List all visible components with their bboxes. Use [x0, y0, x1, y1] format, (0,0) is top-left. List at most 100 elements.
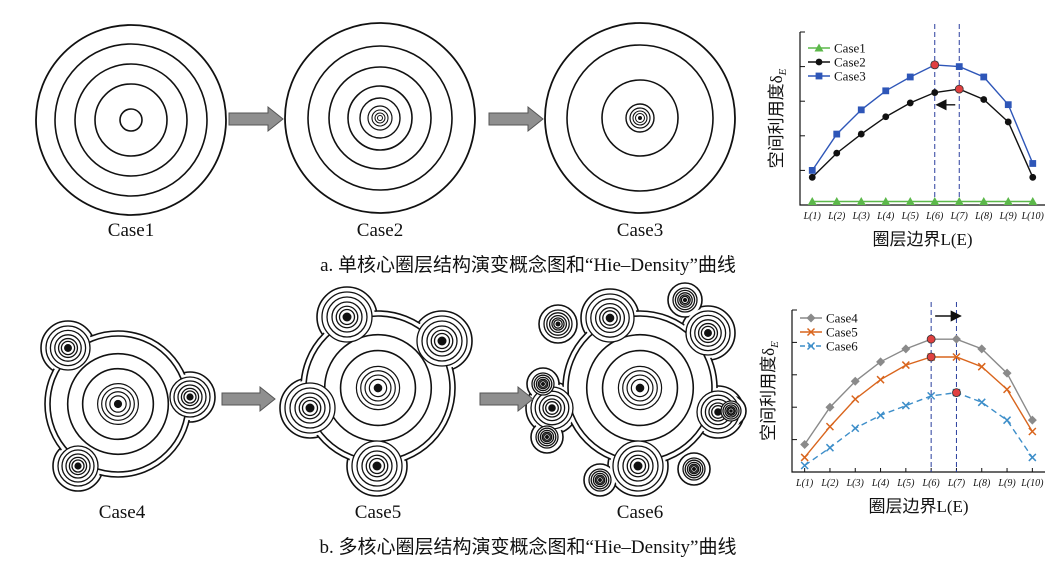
data-point-case3 [833, 130, 841, 138]
satellite-core-1 [321, 291, 373, 343]
x-tick-label: L(1) [803, 211, 822, 222]
process-arrow-4 [479, 385, 534, 413]
series-line-case3 [811, 64, 1034, 171]
data-point-case3 [906, 73, 914, 81]
satellite-core-5 [612, 440, 664, 492]
data-point-case1 [832, 197, 842, 206]
satellite-core-6 [543, 309, 573, 339]
x-tick-label: L(7) [947, 478, 966, 489]
satellite-core-3 [57, 445, 99, 487]
satellite-core-7 [672, 287, 698, 313]
series-line-case5 [804, 356, 1033, 458]
data-point-case2 [882, 113, 890, 121]
case-label-5: Case5 [355, 502, 401, 523]
case1-diagram [35, 24, 227, 216]
case-label-1: Case1 [108, 220, 154, 241]
series-line-case6 [804, 391, 1033, 467]
case4-diagram [40, 320, 216, 492]
data-point-case4 [850, 376, 860, 386]
data-point-case6 [1028, 453, 1037, 462]
data-point-case4 [1002, 368, 1012, 378]
x-tick-label: L(5) [901, 211, 920, 222]
legend-label-case1: Case1 [834, 41, 866, 56]
satellite-core-2 [416, 315, 468, 367]
legend-marker [814, 43, 824, 52]
x-tick-label: L(10) [1020, 478, 1044, 489]
data-point-case3 [808, 167, 816, 174]
data-point-case5 [977, 362, 986, 371]
data-point-case1 [905, 197, 915, 206]
data-point-case2 [980, 96, 988, 103]
data-point-case1 [930, 197, 940, 206]
data-point-case2 [857, 130, 865, 138]
legend-marker [806, 313, 816, 323]
data-point-case2 [1004, 118, 1012, 126]
legend-label-case5: Case5 [826, 325, 858, 340]
data-point-case3 [955, 63, 963, 70]
data-point-case3 [1029, 160, 1037, 167]
x-tick-label: L(2) [820, 478, 839, 489]
hie-density-chart-bottom: L(1)L(2)L(3)L(4)L(5)L(6)L(7)L(8)L(9)L(10… [759, 302, 1045, 516]
satellite-core-1 [45, 325, 91, 371]
process-arrow-2 [488, 105, 544, 133]
data-point-case4 [901, 344, 911, 354]
peak-point [930, 60, 940, 70]
data-point-case4 [876, 357, 886, 367]
data-point-case4 [977, 344, 987, 354]
data-point-case5 [1028, 427, 1037, 436]
data-point-case5 [952, 352, 961, 362]
data-point-case1 [1003, 197, 1013, 206]
x-tick-label: L(4) [871, 478, 890, 489]
satellite-core-2 [685, 310, 731, 356]
data-point-case1 [807, 197, 817, 206]
data-point-case6 [851, 424, 860, 433]
series-line-case4 [804, 338, 1033, 445]
x-axis-label: 圈层边界L(E) [868, 497, 968, 516]
data-point-case3 [980, 73, 988, 81]
case-label-2: Case2 [357, 220, 403, 241]
x-tick-label: L(7) [950, 211, 969, 222]
peak-point [952, 388, 961, 398]
data-point-case3 [857, 106, 865, 114]
data-point-case5 [851, 395, 860, 404]
x-tick-label: L(5) [896, 478, 915, 489]
data-point-case6 [825, 443, 834, 452]
data-point-case5 [876, 375, 885, 384]
x-tick-label: L(8) [974, 211, 993, 222]
data-point-case6 [800, 461, 809, 470]
case3-diagram [544, 22, 736, 214]
y-axis-label: 空间利用度δE [767, 68, 789, 168]
satellite-core-1 [585, 293, 635, 343]
data-point-case6 [927, 391, 936, 400]
data-point-case1 [881, 197, 891, 206]
hie-density-chart-top: L(1)L(2)L(3)L(4)L(5)L(6)L(7)L(8)L(9)L(10… [767, 24, 1045, 249]
data-point-case2 [906, 99, 914, 107]
x-tick-label: L(9) [997, 478, 1016, 489]
x-tick-label: L(9) [999, 211, 1018, 222]
legend-label-case6: Case6 [826, 339, 858, 354]
caption-b: b. 多核心圈层结构演变概念图和“Hie–Density”曲线 [320, 535, 737, 558]
x-tick-label: L(3) [846, 478, 865, 489]
data-point-case2 [931, 89, 939, 96]
y-axis-label: 空间利用度δE [759, 341, 781, 441]
x-tick-label: L(4) [876, 211, 895, 222]
case-label-4: Case4 [99, 502, 146, 523]
x-tick-label: L(1) [795, 478, 814, 489]
case-label-6: Case6 [617, 502, 663, 523]
data-point-case3 [1004, 101, 1012, 109]
process-arrow-3 [221, 385, 276, 413]
data-point-case1 [1028, 197, 1038, 206]
satellite-core-12 [588, 468, 612, 492]
satellite-core-8 [720, 400, 742, 422]
data-point-case1 [979, 197, 989, 206]
satellite-core-3 [284, 382, 336, 434]
data-point-case5 [901, 361, 910, 370]
legend-marker [806, 341, 816, 351]
data-point-case5 [1003, 385, 1012, 394]
legend-label-case2: Case2 [834, 55, 866, 70]
data-point-case2 [1029, 173, 1037, 181]
satellite-core-2 [169, 376, 211, 418]
case6-diagram [525, 282, 747, 497]
